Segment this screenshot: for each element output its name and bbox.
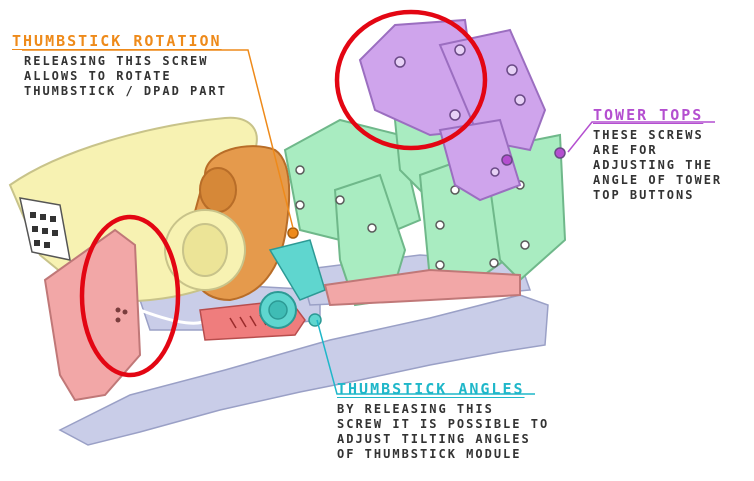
leader-lines xyxy=(22,49,715,395)
thumbstick-angles-callout: THUMBSTICK ANGLES BY RELEASING THIS SCRE… xyxy=(337,381,549,462)
thumbstick-rotation-title: THUMBSTICK ROTATION xyxy=(12,32,222,50)
thumbstick-angle-hinge xyxy=(259,227,326,329)
thumbstick-dpad-part xyxy=(164,145,291,302)
tower-leader-line xyxy=(567,121,715,153)
tower-tops-callout: TOWER TOPS THESE SCREWS ARE FOR ADJUSTIN… xyxy=(593,107,722,203)
thumbstick-rotation-callout: THUMBSTICK ROTATION RELEASING THIS SCREW… xyxy=(12,33,227,99)
tower-tops-title: TOWER TOPS xyxy=(593,106,704,124)
green-towers xyxy=(283,108,567,307)
tower-tops-description: THESE SCREWS ARE FOR ADJUSTING THE ANGLE… xyxy=(593,128,723,202)
rotation-leader-line xyxy=(22,49,294,229)
tower-top-screws xyxy=(394,44,566,177)
side-screws-highlight xyxy=(79,214,181,378)
tower-screws xyxy=(295,165,530,270)
angles-leader-line xyxy=(316,319,535,395)
tower-top-buttons xyxy=(358,18,547,202)
tower-tops-highlight xyxy=(334,9,488,151)
thumbstick-angles-title: THUMBSTICK ANGLES xyxy=(337,380,525,398)
thumbstick-rotation-description: RELEASING THIS SCREW ALLOWS TO ROTATE TH… xyxy=(24,54,227,98)
thumbstick-angles-description: BY RELEASING THIS SCREW IT IS POSSIBLE T… xyxy=(337,402,550,461)
